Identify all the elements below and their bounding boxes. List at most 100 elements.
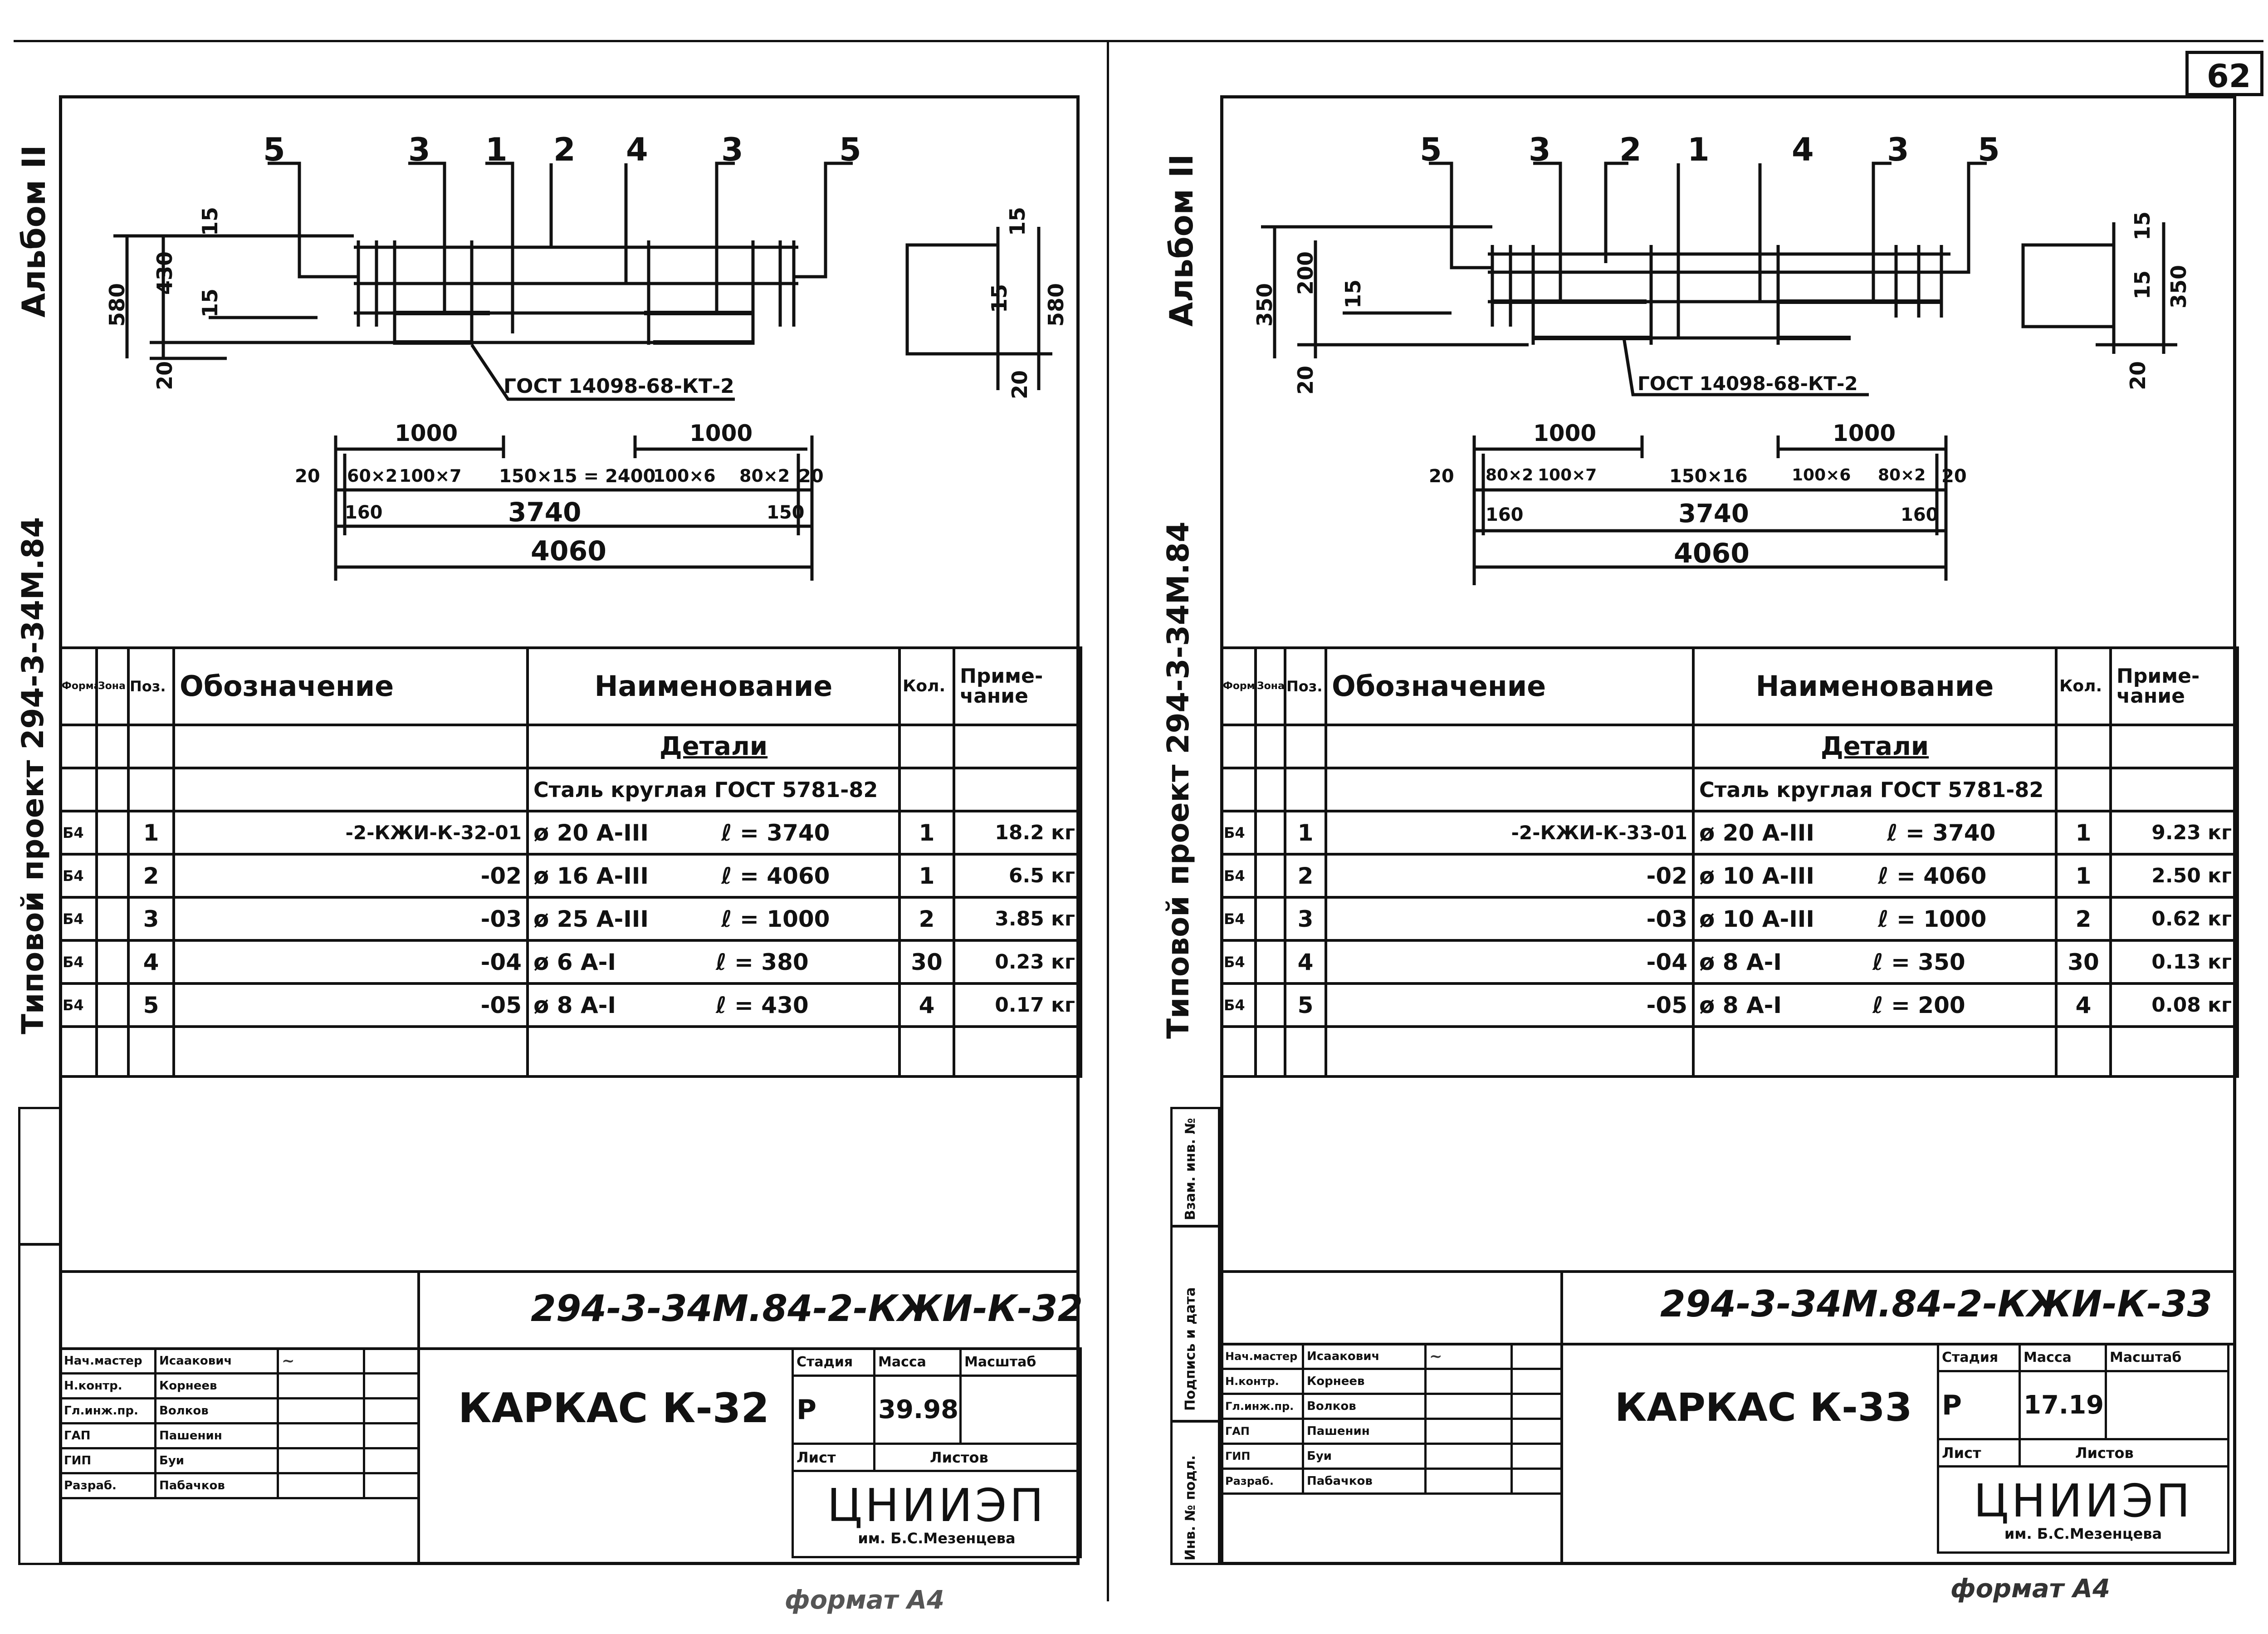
mass-value: 17.19 [2019,1370,2107,1440]
right-overall-dim: 4060 [1674,538,1750,569]
page-number-box: 62 [2185,51,2263,96]
row-pos: 1 [1284,810,1327,856]
row-pos: 2 [127,853,175,899]
right-side-label-sign: Подпись и дата [1183,1287,1198,1411]
stamp-name: Волков [154,1397,279,1424]
row-format: Б4 [59,896,98,942]
row-name: ø 8 А-I [533,992,616,1018]
stamp-name: Буи [1302,1443,1427,1470]
row-code: -03 [172,896,529,942]
page-number: 62 [2207,58,2251,95]
right-stamp-title: КАРКАС К-33 [1615,1385,1912,1430]
row-note: 18.2 кг [953,810,1082,856]
right-format-label: формат А4 [1950,1574,2110,1604]
left-chain-dim: 150×15 = 2400 [499,466,656,487]
left-chain-dim: 100×7 [399,466,462,486]
right-chain-dim: 80×2 [1878,466,1926,484]
stage-label: Стадия [1937,1343,2021,1372]
stamp-role: ГАП [1220,1418,1304,1445]
stamp-role: Нач.мастер [59,1347,156,1375]
right-chain-dim: 150×16 [1669,466,1748,487]
row-note: 2.50 кг [2109,853,2239,899]
stamp-name: Пашенин [1302,1418,1427,1445]
left-subsection: Сталь круглая ГОСТ 5781-82 [526,767,901,812]
right-hdr-format: Формат [1220,646,1257,726]
left-callout: 1 [485,131,508,168]
row-pos: 4 [127,939,175,985]
left-dim-1000-a: 1000 [395,420,458,446]
row-name: ø 16 А-III [533,862,649,889]
right-inner-dim: 160 [1486,504,1524,525]
left-format-label: формат А4 [785,1585,944,1615]
right-dim: 20 [1293,365,1318,395]
row-name: ø 8 А-I [1699,992,1782,1018]
right-inner-dim: 160 [1901,504,1939,525]
right-hdr-zone: Зона [1254,646,1286,726]
row-code: -05 [172,982,529,1028]
stamp-name: Пабачков [1302,1468,1427,1495]
left-chain-dim: 20 [295,466,320,487]
right-stamp-mass: Стадия Масса Масштаб Р 17.19 Лист Листов… [1937,1343,2229,1554]
stamp-role: Разраб. [1220,1468,1304,1495]
row-length: ℓ = 3740 [1887,819,1996,846]
stamp-role: Н.контр. [59,1372,156,1399]
row-pos: 3 [1284,896,1327,942]
left-stamp-vline [417,1270,420,1565]
row-qty: 30 [2055,939,2112,985]
row-note: 0.13 кг [2109,939,2239,985]
row-pos: 2 [1284,853,1327,899]
top-edge-line [14,40,2263,42]
row-format: Б4 [1220,896,1257,942]
row-format: Б4 [1220,810,1257,856]
right-doc-code: 294-3-34М.84-2-КЖИ-К-33 [1660,1283,2213,1325]
right-right-dim: 15 [2130,211,2155,240]
left-hdr-note: Приме-чание [953,646,1082,726]
left-callout: 3 [408,131,430,168]
right-dim: 350 [1252,283,1277,327]
row-format: Б4 [59,982,98,1028]
row-code: -03 [1325,896,1695,942]
right-right-dim: 15 [2130,270,2155,299]
right-side-divider [1170,1225,1220,1228]
row-note: 6.5 кг [953,853,1082,899]
row-note: 0.17 кг [953,982,1082,1028]
mass-value: 39.98 [873,1375,962,1445]
row-length: ℓ = 1000 [721,905,830,932]
row-length: ℓ = 1000 [1878,905,1987,932]
row-pos: 5 [127,982,175,1028]
row-qty: 4 [2055,982,2112,1028]
sheet-label: Лист [1937,1438,2021,1468]
stamp-name: Пашенин [154,1422,279,1449]
right-hdr-qty: Кол. [2055,646,2112,726]
row-pos: 3 [127,896,175,942]
right-dim: 15 [1341,279,1365,308]
left-section-title: Детали [526,724,901,769]
row-qty: 30 [898,939,955,985]
sheets-label: Листов [873,1443,1082,1472]
row-qty: 1 [898,810,955,856]
row-name: ø 20 А-III [533,819,649,846]
stage-value: Р [1937,1370,2021,1440]
right-stamp-line [1220,1343,2236,1345]
row-qty: 2 [898,896,955,942]
right-gost-note: ГОСТ 14098-68-КТ-2 [1637,372,1858,395]
row-code: -05 [1325,982,1695,1028]
left-chain-dim: 80×2 [739,466,790,486]
left-hdr-pos: Поз. [127,646,175,726]
mass-label: Масса [873,1347,962,1377]
right-right-dim: 350 [2166,264,2191,308]
row-name: ø 10 А-III [1699,862,1815,889]
right-chain-dim: 20 [1429,466,1454,487]
right-section-title: Детали [1692,724,2058,769]
right-inner-dim: 3740 [1678,499,1749,528]
left-chain-dim: 20 [798,466,824,487]
left-dim-1000-b: 1000 [689,420,753,446]
row-format: Б4 [1220,939,1257,985]
right-chain-dim: 100×7 [1538,466,1597,484]
right-callout: 3 [1887,131,1909,168]
